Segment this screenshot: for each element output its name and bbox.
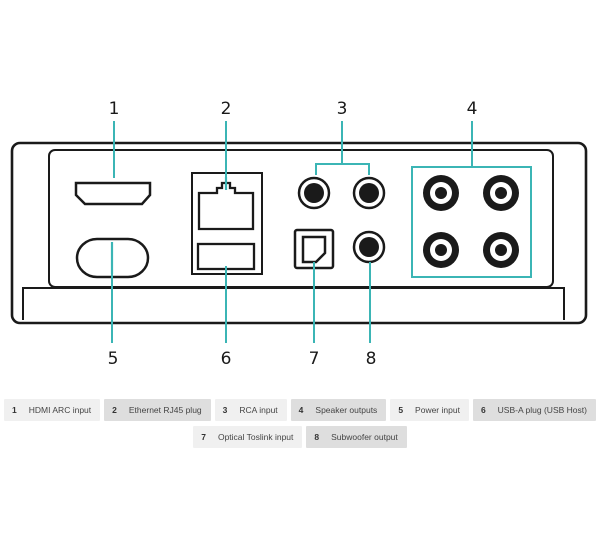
legend-row-2: 7 Optical Toslink input 8 Subwoofer output bbox=[0, 426, 600, 448]
legend-item-optical: 7 Optical Toslink input bbox=[193, 426, 303, 448]
bottom-ledge bbox=[22, 287, 565, 320]
subwoofer-output bbox=[352, 230, 386, 264]
callout-number-7: 7 bbox=[309, 349, 320, 369]
legend-label: Optical Toslink input bbox=[217, 432, 294, 442]
legend-label: Ethernet RJ45 plug bbox=[128, 405, 202, 415]
callout-number-6: 6 bbox=[221, 349, 232, 369]
callout-number-2: 2 bbox=[221, 99, 232, 119]
hdmi-port bbox=[74, 181, 152, 206]
legend-item-rca: 3 RCA input bbox=[214, 399, 287, 421]
legend-label: Speaker outputs bbox=[315, 405, 378, 415]
legend-number: 3 bbox=[222, 405, 228, 415]
legend-number: 1 bbox=[12, 405, 17, 415]
rca-input-left bbox=[297, 176, 331, 210]
legend-label: USB-A plug (USB Host) bbox=[497, 405, 587, 415]
callout-number-4: 4 bbox=[467, 99, 478, 119]
legend-item-power: 5 Power input bbox=[390, 399, 469, 421]
speaker-terminal bbox=[423, 232, 459, 268]
rca-input-right bbox=[352, 176, 386, 210]
callout-number-8: 8 bbox=[366, 349, 377, 369]
legend-item-hdmi: 1 HDMI ARC input bbox=[4, 399, 101, 421]
legend-number: 6 bbox=[480, 405, 486, 415]
legend-number: 4 bbox=[298, 405, 304, 415]
callout-number-3: 3 bbox=[337, 99, 348, 119]
legend-item-subwoofer: 8 Subwoofer output bbox=[306, 426, 407, 448]
optical-toslink-port bbox=[293, 228, 335, 270]
legend-label: Power input bbox=[415, 405, 460, 415]
legend-label: RCA input bbox=[239, 405, 278, 415]
legend-label: HDMI ARC input bbox=[28, 405, 92, 415]
callout-number-5: 5 bbox=[108, 349, 119, 369]
legend-number: 2 bbox=[112, 405, 117, 415]
speaker-terminal bbox=[423, 175, 459, 211]
legend-number: 5 bbox=[398, 405, 404, 415]
legend-number: 8 bbox=[314, 432, 320, 442]
speaker-terminal bbox=[483, 232, 519, 268]
ethernet-port bbox=[197, 181, 255, 231]
legend-number: 7 bbox=[201, 432, 206, 442]
legend-row-1: 1 HDMI ARC input 2 Ethernet RJ45 plug 3 RCA… bbox=[0, 399, 600, 421]
usb-a-port bbox=[196, 242, 256, 271]
callout-number-1: 1 bbox=[109, 99, 120, 119]
legend-item-speaker: 4 Speaker outputs bbox=[290, 399, 387, 421]
speaker-terminal bbox=[483, 175, 519, 211]
legend-item-usb: 6 USB-A plug (USB Host) bbox=[472, 399, 596, 421]
legend-label: Subwoofer output bbox=[331, 432, 398, 442]
legend-item-ethernet: 2 Ethernet RJ45 plug bbox=[104, 399, 211, 421]
